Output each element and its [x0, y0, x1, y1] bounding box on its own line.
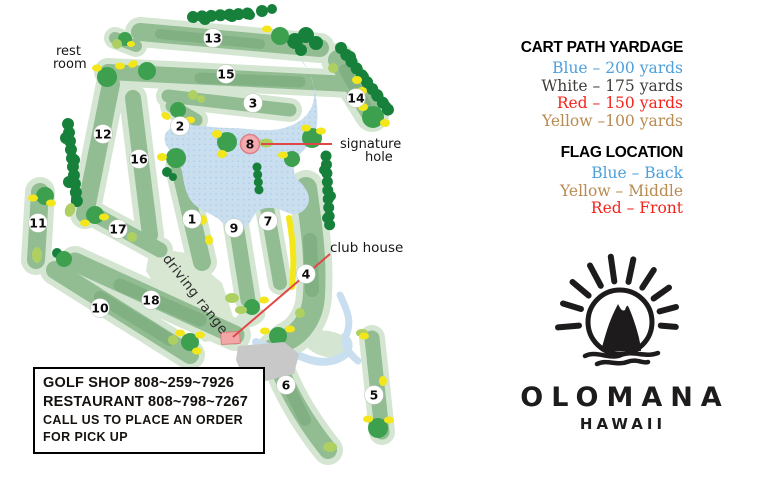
svg-text:6: 6: [282, 378, 291, 393]
legend-item: Blue – Back: [591, 164, 683, 182]
hole-marker: 15: [216, 64, 236, 84]
svg-text:14: 14: [347, 91, 365, 106]
info-box-line: FOR PICK UP: [43, 430, 128, 444]
hole-marker: 12: [93, 124, 113, 144]
legend-item: White – 175 yards: [541, 76, 683, 95]
hole-marker: 16: [129, 149, 149, 169]
svg-text:3: 3: [249, 96, 258, 111]
svg-text:8: 8: [246, 137, 255, 152]
hole-marker: 7: [258, 211, 278, 231]
svg-text:13: 13: [204, 31, 221, 46]
hole-marker: 10: [90, 298, 110, 318]
svg-text:16: 16: [130, 152, 148, 167]
legend-item: Red – 150 yards: [556, 94, 683, 112]
info-box-line: CALL US TO PLACE AN ORDER: [43, 413, 244, 427]
svg-text:5: 5: [370, 388, 379, 403]
signature-hole-label-line1: signature: [340, 137, 401, 152]
svg-text:7: 7: [264, 214, 273, 229]
svg-text:18: 18: [142, 293, 159, 308]
trees-layer: [52, 4, 395, 258]
logo-subtitle: HAWAII: [579, 415, 667, 433]
hole-marker: 3: [243, 93, 263, 113]
signature-hole-marker: 8: [239, 133, 261, 155]
hole-marker: 9: [224, 218, 244, 238]
svg-text:12: 12: [94, 127, 111, 142]
club-house-pointer: [232, 253, 331, 338]
olomana-logo: OLOMANA HAWAII: [505, 250, 737, 433]
annotation-lines: [232, 143, 332, 338]
bunkers-layer: [28, 25, 394, 424]
club-house-label: club house: [330, 240, 403, 256]
svg-text:1: 1: [188, 212, 197, 227]
info-box-line: RESTAURANT 808~798~7267: [43, 394, 249, 410]
rest-room-label-line1: rest: [56, 44, 81, 59]
svg-text:15: 15: [217, 67, 234, 82]
cart-path-title: CART PATH YARDAGE: [520, 39, 684, 56]
signature-hole-label-line2: hole: [365, 150, 393, 165]
logo-name: OLOMANA: [520, 382, 730, 413]
svg-text:2: 2: [176, 119, 185, 134]
hole-marker: 5: [364, 385, 384, 405]
greens-layer: [32, 27, 388, 452]
svg-text:17: 17: [109, 222, 126, 237]
legend-item: Red – Front: [590, 199, 683, 217]
info-box-line: GOLF SHOP 808~259~7926: [43, 375, 235, 391]
svg-text:11: 11: [29, 216, 46, 231]
hole-marker: 2: [170, 116, 190, 136]
hole-marker: 4: [296, 264, 316, 284]
hole-marker: 13: [203, 28, 223, 48]
hole-marker: 1: [182, 209, 202, 229]
rest-room-label-line2: room: [53, 57, 87, 72]
legend-item: Yellow –100 yards: [541, 111, 683, 130]
svg-text:10: 10: [91, 301, 109, 316]
flag-location-title: FLAG LOCATION: [560, 144, 684, 161]
hole-marker: 17: [108, 219, 128, 239]
hole-marker: 14: [346, 88, 366, 108]
legend-item: Yellow – Middle: [560, 181, 683, 200]
svg-text:9: 9: [230, 221, 239, 236]
hole-marker: 6: [276, 375, 296, 395]
svg-text:4: 4: [302, 267, 311, 282]
sun-mountain-icon: [555, 253, 679, 367]
hole-marker: 18: [141, 290, 161, 310]
legend-item: Blue – 200 yards: [552, 59, 683, 77]
hole-marker: 11: [28, 213, 48, 233]
